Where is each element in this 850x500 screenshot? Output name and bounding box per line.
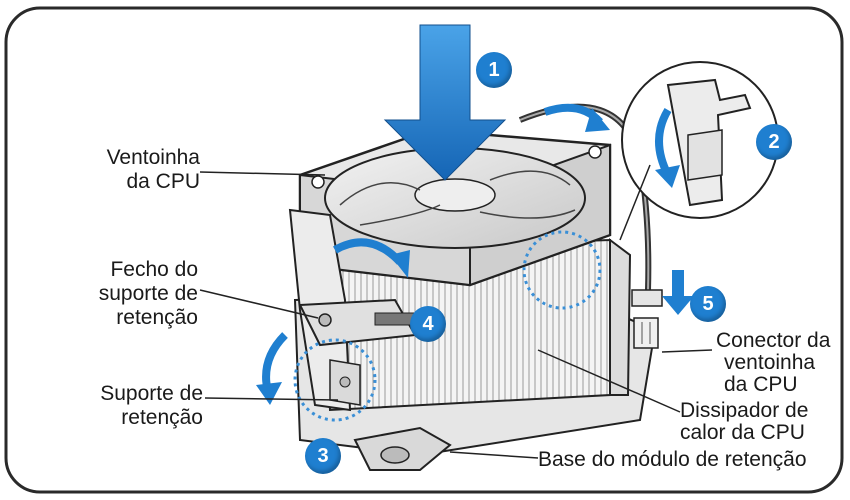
step-badge-2: 2 <box>756 124 792 160</box>
label-retention-latch: Fecho do suporte de retenção <box>60 258 198 330</box>
label-retention-bracket: Suporte de retenção <box>60 382 203 430</box>
retention-latch <box>298 298 417 347</box>
label-cpu-fan-line-1: Ventoinha <box>106 146 200 169</box>
plug-down-arrow <box>662 270 694 315</box>
label-bracket-line-2: retenção <box>121 406 203 429</box>
label-module-base-text: Base do módulo de retenção <box>538 448 807 471</box>
label-connector-line-3: da CPU <box>724 373 798 396</box>
label-module-base: Base do módulo de retenção <box>538 448 838 472</box>
label-heatsink: Dissipador de calor da CPU <box>680 400 830 444</box>
label-latch-line-2: suporte de <box>98 282 198 305</box>
step-badge-3: 3 <box>305 438 341 474</box>
step-badge-1: 1 <box>476 52 512 88</box>
fan-connector <box>631 289 663 349</box>
label-cpu-fan-line-2: da CPU <box>126 170 200 193</box>
leader-lines <box>199 171 713 459</box>
clip-detail-inset <box>619 61 779 241</box>
label-latch-line-1: Fecho do <box>110 258 198 281</box>
label-heatsink-line-1: Dissipador de <box>680 399 809 422</box>
label-bracket-line-1: Suporte de <box>100 382 203 405</box>
highlight-bracket-area <box>293 338 377 422</box>
fan-housing <box>298 128 612 287</box>
highlight-clip-area <box>522 230 602 310</box>
press-down-arrow <box>383 24 507 181</box>
step-badge-4: 4 <box>410 306 446 342</box>
label-connector-line-2: ventoinha <box>724 351 816 374</box>
label-cpu-fan: Ventoinha da CPU <box>70 146 200 194</box>
label-fan-connector: Conector da ventoinha da CPU <box>716 330 844 396</box>
step-badge-5: 5 <box>690 286 726 322</box>
label-latch-line-3: retenção <box>116 306 198 329</box>
label-heatsink-line-2: calor da CPU <box>680 421 805 444</box>
label-connector-line-1: Conector da <box>716 329 831 352</box>
